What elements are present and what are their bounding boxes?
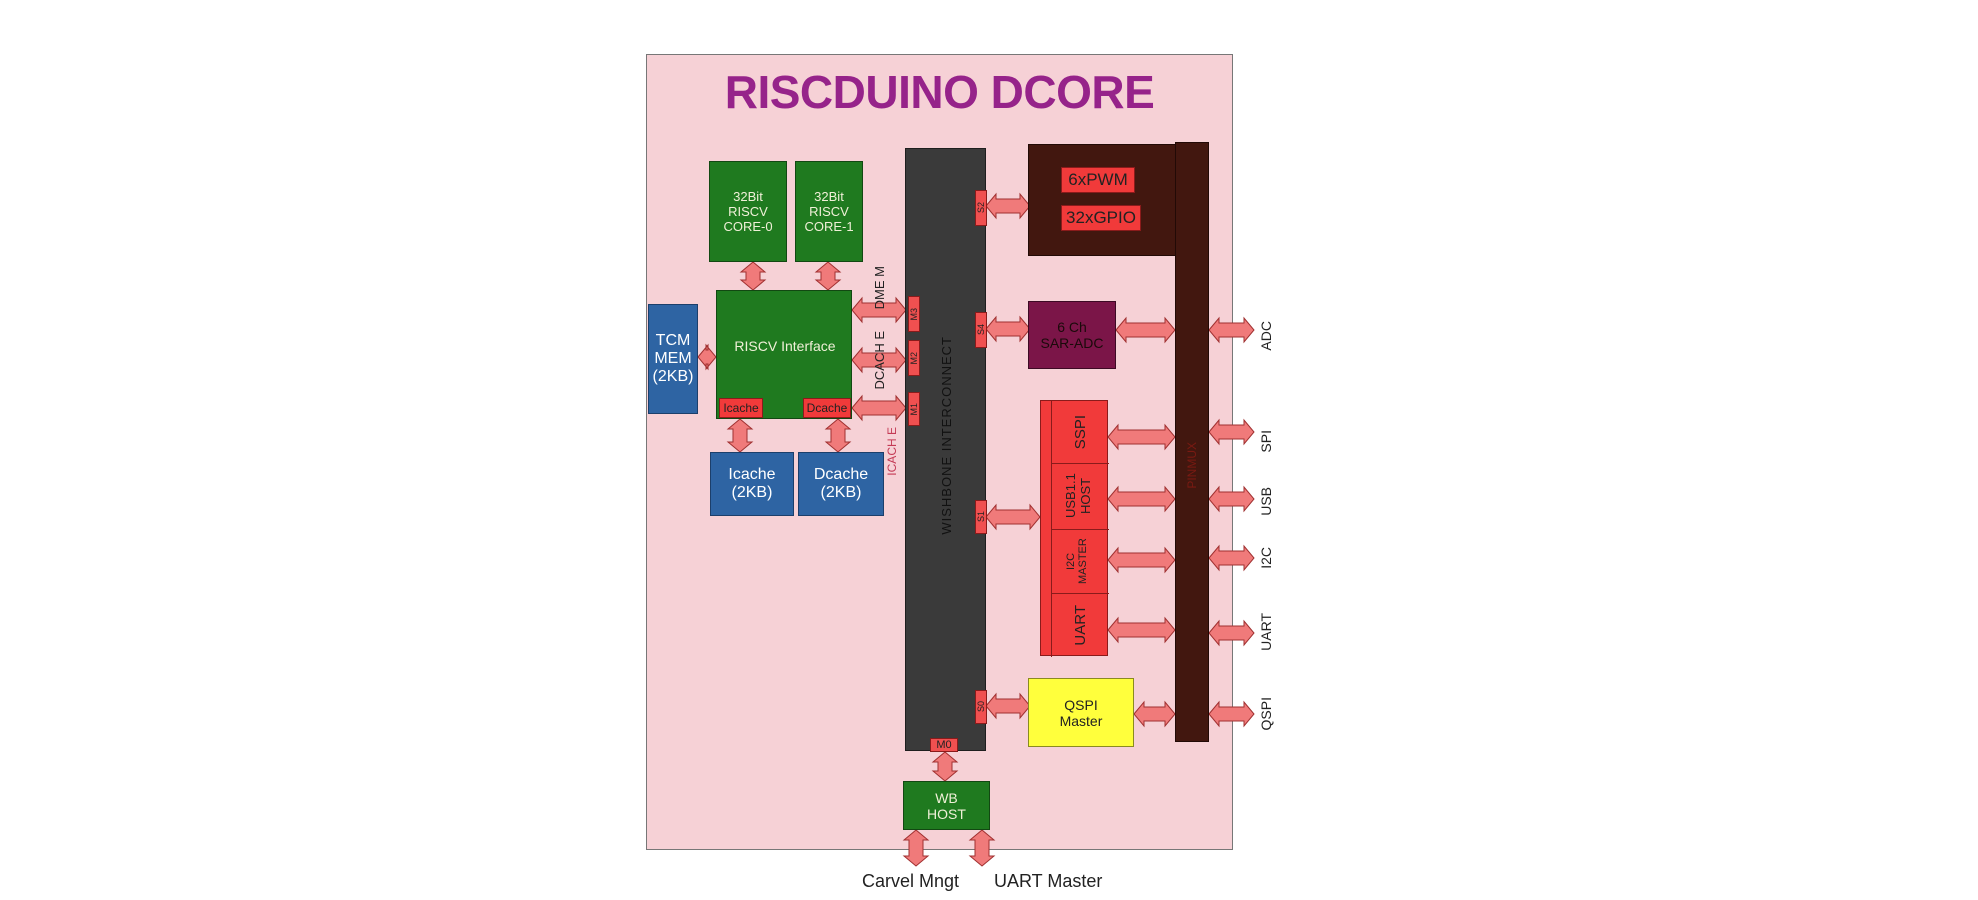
port-m3: M3 — [908, 296, 920, 332]
icache-mem-line-2: (2KB) — [731, 484, 773, 501]
gpio-label: 32xGPIO — [1061, 205, 1141, 231]
interconnect-label: WISHBONE INTERCONNECT — [938, 335, 954, 535]
adc-block-line-2: SAR-ADC — [1040, 335, 1104, 351]
icache-memory: Icache (2KB) — [710, 452, 794, 516]
adc-block-line-1: 6 Ch — [1057, 319, 1087, 335]
dcache-memory: Dcache (2KB) — [798, 452, 884, 516]
port-s0: S0 — [975, 690, 987, 724]
port-m1: M1 — [908, 392, 920, 426]
dcache-mem-line-2: (2KB) — [820, 484, 862, 501]
core-0-line-3: CORE-0 — [723, 219, 773, 234]
riscv-core-0: 32Bit RISCV CORE-0 — [709, 161, 787, 262]
carvel-mngt-label: Carvel Mngt — [862, 871, 960, 891]
qspi-master-block: QSPI Master — [1028, 678, 1134, 747]
pinmux-label: PINMUX — [1185, 441, 1199, 489]
sar-adc-block: 6 Ch SAR-ADC — [1028, 301, 1116, 369]
wb-host-line-1: WB — [935, 789, 958, 806]
ext-adc-label: ADC — [1258, 321, 1274, 351]
tcm-line-3: (2KB) — [652, 368, 694, 385]
wb-host-block: WB HOST — [903, 781, 990, 830]
ext-usb-label: USB — [1258, 486, 1274, 516]
pwm-gpio-block: 6xPWM 32xGPIO — [1028, 144, 1176, 256]
ext-qspi-label: QSPI — [1258, 697, 1274, 731]
qspi-block-line-2: Master — [1059, 712, 1103, 729]
dcache-mem-line-1: Dcache — [813, 466, 869, 483]
icache-mem-line-1: Icache — [728, 466, 776, 483]
tcm-memory: TCM MEM (2KB) — [648, 304, 698, 414]
riscv-interface-label: RISCV Interface — [734, 338, 836, 354]
ext-spi-label: SPI — [1258, 429, 1274, 453]
riscv-core-1: 32Bit RISCV CORE-1 — [795, 161, 863, 262]
core-1-line-2: RISCV — [809, 204, 849, 219]
core-1-line-3: CORE-1 — [804, 219, 854, 234]
sspi-block: SSPI — [1071, 414, 1089, 450]
pinmux-block — [1175, 142, 1209, 742]
core-1-line-1: 32Bit — [814, 189, 844, 204]
pwm-label: 6xPWM — [1061, 167, 1135, 193]
port-m2: M2 — [908, 340, 920, 376]
ext-i2c-label: I2C — [1258, 547, 1274, 569]
port-s4: S4 — [975, 312, 987, 348]
port-s2: S2 — [975, 190, 987, 226]
ext-uart-label: UART — [1258, 613, 1274, 651]
qspi-block-line-1: QSPI — [1064, 696, 1098, 713]
port-m0: M0 — [930, 738, 958, 752]
icache-bus-label: ICACH E — [885, 426, 899, 476]
port-s1: S1 — [975, 500, 987, 534]
riscv-interface: RISCV Interface Icache Dcache — [716, 290, 852, 419]
uart-master-label: UART Master — [994, 871, 1103, 891]
usb-host-block: USB1.1 HOST — [1063, 473, 1093, 519]
peripheral-stack: SSPI USB1.1 HOST I2C MASTER UART — [1040, 400, 1109, 657]
i2c-master-block: I2C MASTER — [1065, 538, 1089, 584]
diagram-title: RISCDUINO DCORE — [724, 66, 1155, 118]
wb-host-line-2: HOST — [927, 805, 966, 822]
dcache-bus-label: DCACH E — [871, 330, 887, 390]
wishbone-interconnect — [905, 148, 986, 751]
dmem-bus-label: DME M — [871, 266, 887, 310]
tcm-line-2: MEM — [654, 350, 692, 367]
dcache-tag: Dcache — [803, 398, 851, 418]
tcm-line-1: TCM — [655, 332, 691, 349]
icache-tag: Icache — [719, 398, 763, 418]
core-0-line-1: 32Bit — [733, 189, 763, 204]
uart-block: UART — [1071, 604, 1089, 646]
core-0-line-2: RISCV — [728, 204, 768, 219]
